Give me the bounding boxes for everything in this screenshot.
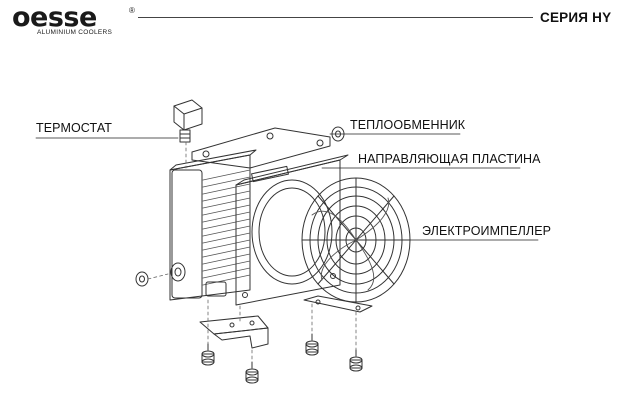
impeller-blades [311,197,390,291]
brand-tagline: ALUMINIUM COOLERS [37,29,113,36]
brand-logo: oesse ® ALUMINIUM COOLERS [12,2,142,38]
callout-leaders [35,133,539,241]
port-plug [135,271,149,287]
vibration-mount-4 [349,349,363,372]
thermostat-label: ТЕРМОСТАТ [36,121,113,135]
vibration-mount-2 [245,361,259,384]
vibration-mount-3 [305,333,319,356]
impeller-label: ЭЛЕКТРОИМПЕЛЛЕР [422,224,552,238]
radiator-fins [202,169,251,286]
heat-exchanger-label: ТЕПЛООБМЕННИК [350,118,466,132]
guide-plate-label: НАПРАВЛЯЮЩАЯ ПЛАСТИНА [358,152,541,166]
series-title: СЕРИЯ HY [540,10,612,25]
inlet-port [170,262,186,282]
vibration-mount-1 [201,343,215,366]
exchanger-fitting [331,126,345,142]
mounting-guides [147,141,357,363]
guide-plate [235,154,349,306]
registered-mark: ® [129,6,135,15]
thermostat [173,99,203,143]
lower-bracket [199,315,269,349]
brand-name: oesse [12,2,97,33]
heat-exchanger [169,149,257,301]
fan-foot [303,295,373,313]
top-bracket [191,127,331,169]
fan-grille [301,177,411,303]
header-rule [138,17,533,18]
